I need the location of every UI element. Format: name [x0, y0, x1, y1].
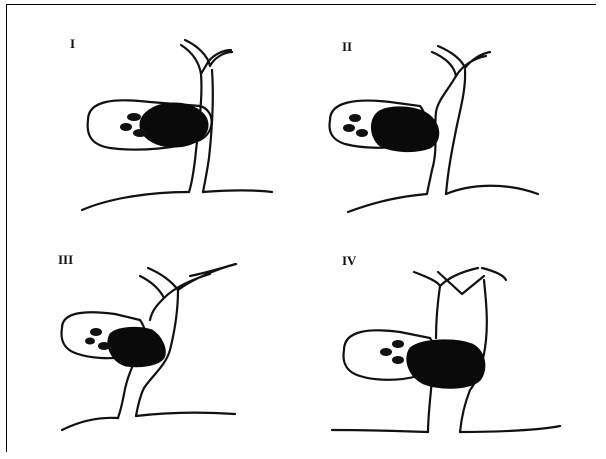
panel-4-stone [380, 348, 392, 356]
panel-2-stone [349, 114, 361, 122]
panel-1-mass [140, 103, 208, 147]
panel-4-duodenum [332, 426, 560, 432]
panel-4-stone [392, 340, 404, 348]
panel-1: I [70, 36, 272, 210]
panel-2-duct [432, 46, 490, 76]
panel-3-stone [98, 342, 110, 350]
panel-3-mass [108, 327, 165, 366]
panel-3-duodenum [62, 413, 235, 430]
panel-4-mass [407, 340, 485, 388]
panel-2-stone [343, 124, 355, 132]
panel-1-duodenum [82, 191, 272, 211]
panel-3: III [58, 252, 236, 430]
panel-1-duct [181, 40, 232, 74]
panel-2-mass [371, 107, 438, 152]
panel-2-stone [356, 129, 368, 137]
panel-3-stone [90, 328, 102, 336]
panel-2-duodenum [348, 186, 538, 212]
panel-2-label: II [342, 39, 352, 54]
panel-4-stone [392, 356, 404, 364]
panel-4-duct [414, 268, 506, 294]
panel-1-stone [127, 113, 141, 121]
panel-4-label: IV [342, 253, 357, 268]
panel-1-stone [120, 123, 132, 131]
panel-3-stone [85, 338, 95, 345]
panel-4: IV [332, 253, 560, 432]
panel-3-duct [140, 264, 236, 298]
panel-3-label: III [58, 252, 73, 267]
panel-1-label: I [70, 36, 75, 51]
panel-2: II [330, 39, 538, 212]
panel-1-stone [133, 129, 147, 137]
